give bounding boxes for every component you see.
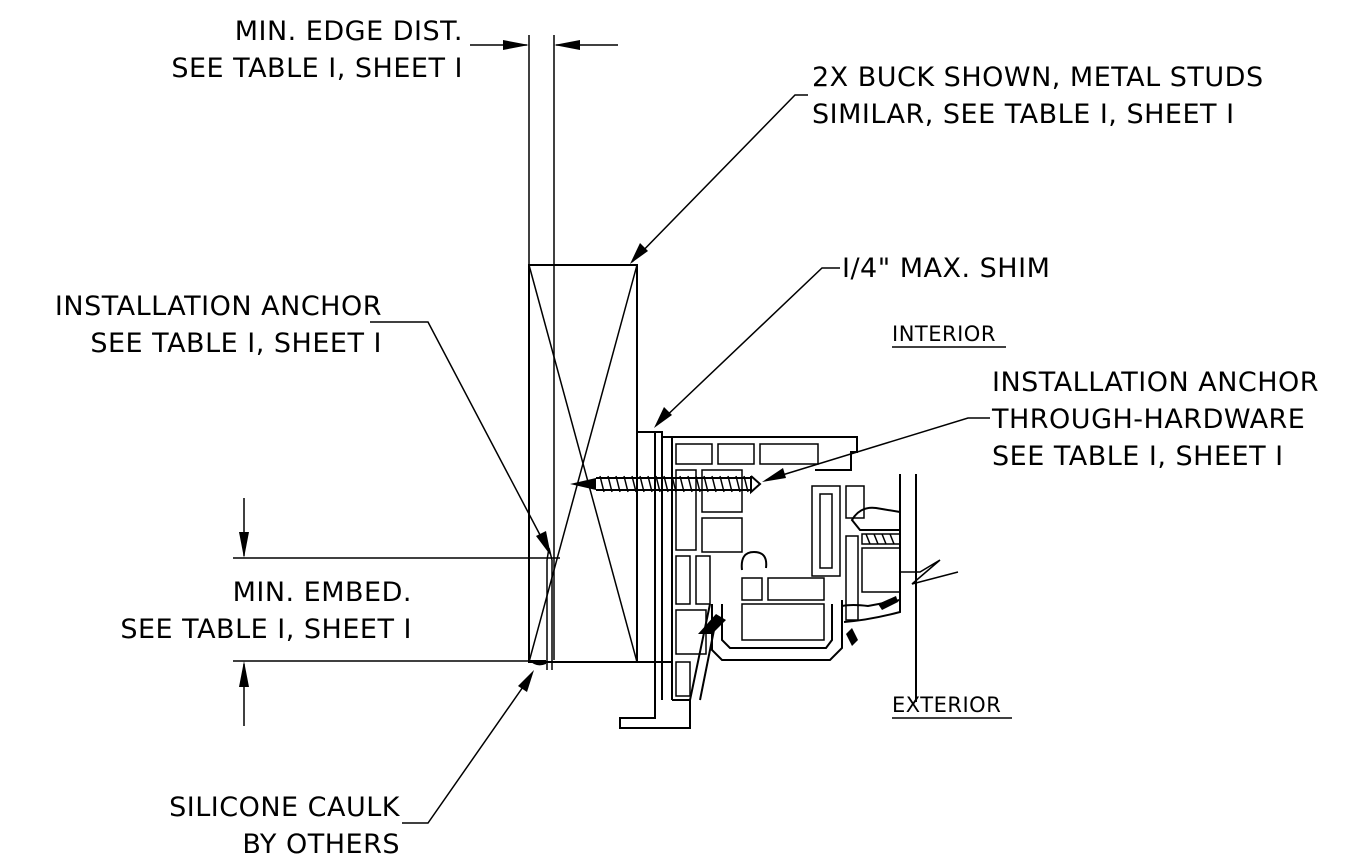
buck-label-line2: SIMILAR, SEE TABLE I, SHEET I: [812, 99, 1235, 130]
caulk-label-line2: BY OTHERS: [242, 829, 400, 860]
buck-leader: [630, 94, 808, 264]
left-anchor-embed-fastener: [546, 547, 553, 670]
right-anchor-label-line1: INSTALLATION ANCHOR: [992, 367, 1319, 398]
left-anchor-label-line2: SEE TABLE I, SHEET I: [90, 328, 382, 359]
buck-label-line1: 2X BUCK SHOWN, METAL STUDS: [812, 62, 1264, 93]
installation-screw: [570, 475, 762, 495]
left-anchor-label-line1: INSTALLATION ANCHOR: [55, 291, 382, 322]
right-anchor-label-line2: THROUGH-HARDWARE: [991, 404, 1305, 435]
caulk-bead: [529, 660, 546, 666]
left-anchor-leader: [370, 321, 551, 556]
shim-label: I/4" MAX. SHIM: [842, 253, 1050, 284]
right-anchor-label-line3: SEE TABLE I, SHEET I: [992, 441, 1284, 472]
caulk-leader: [402, 670, 534, 824]
window-frame-extrusion: [619, 431, 959, 729]
embed-label-line1: MIN. EMBED.: [233, 577, 412, 608]
embed-label-line2: SEE TABLE I, SHEET I: [120, 614, 412, 645]
edge-distance-dimension: [470, 35, 618, 660]
embed-dimension: [233, 498, 560, 726]
shim: [636, 431, 656, 663]
exterior-label: EXTERIOR: [892, 693, 1001, 717]
wood-buck: [528, 264, 638, 663]
edge-distance-label-line2: SEE TABLE I, SHEET I: [171, 53, 463, 84]
caulk-label-line1: SILICONE CAULK: [169, 792, 401, 823]
right-anchor-leader: [762, 417, 990, 482]
interior-label: INTERIOR: [892, 322, 996, 346]
edge-distance-label-line1: MIN. EDGE DIST.: [235, 16, 463, 47]
shim-leader: [654, 267, 840, 428]
